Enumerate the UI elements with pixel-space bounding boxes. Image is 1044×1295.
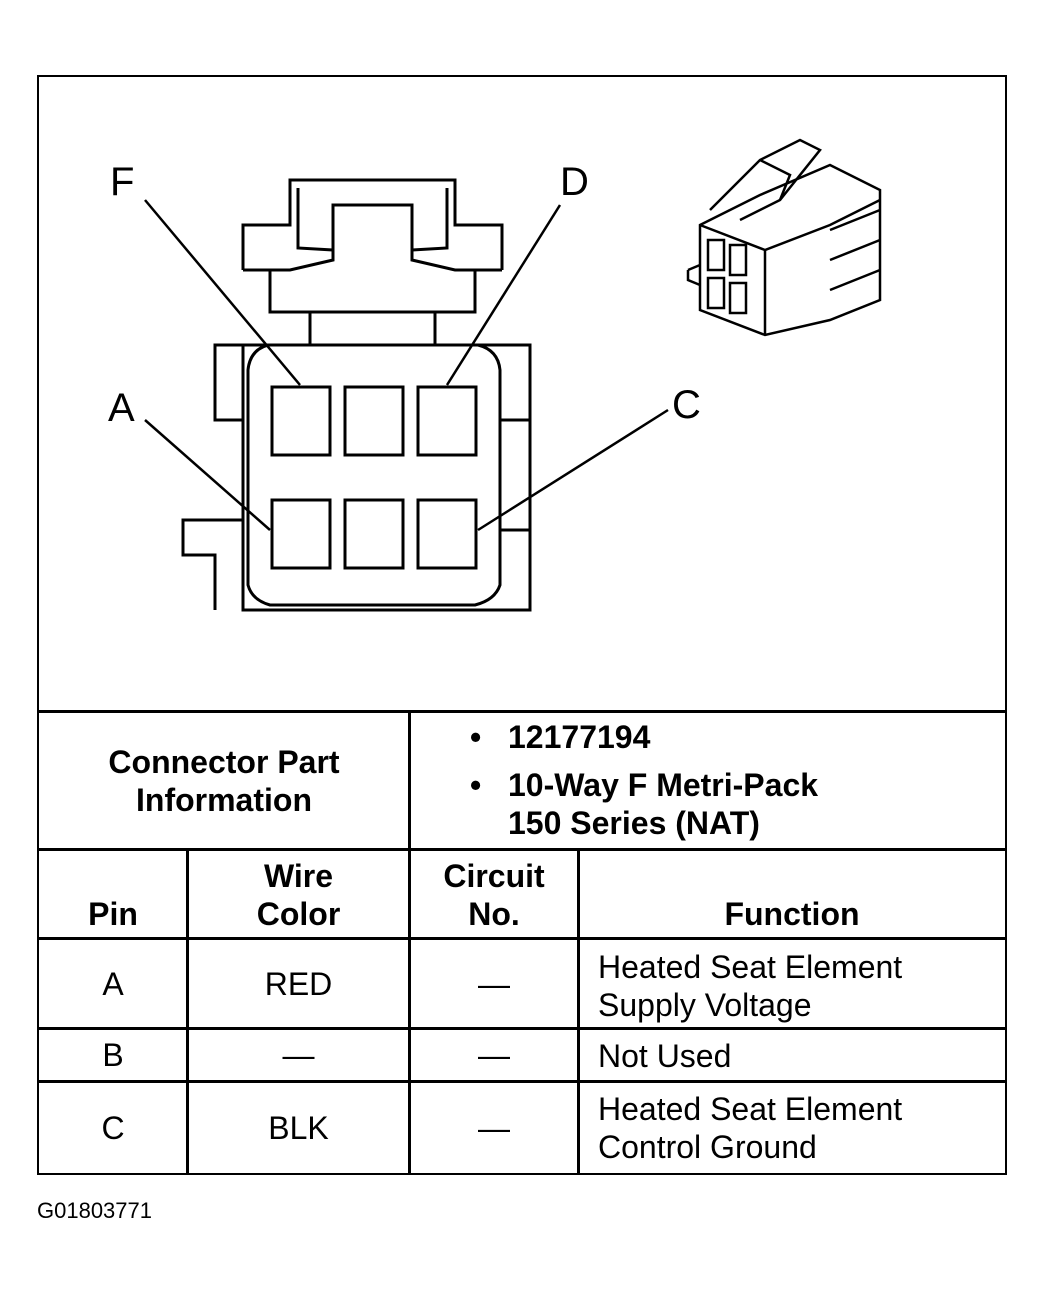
header-pin: Pin: [88, 896, 138, 932]
table-row-cell-function: Not Used: [598, 1038, 732, 1074]
table-rule: [37, 937, 1007, 940]
table-rule: [37, 848, 1007, 851]
header-function: Function: [724, 896, 860, 932]
table-row-cell-function: Heated Seat Element Supply Voltage: [598, 949, 903, 1023]
diagram-frame: [37, 75, 1007, 1175]
connector-face-view: [181, 178, 532, 612]
table-row-cell-circuit: —: [478, 1037, 510, 1073]
table-row-cell-circuit: —: [478, 1110, 510, 1146]
table-row-cell-circuit: —: [478, 965, 510, 1002]
pin-label-c: C: [672, 383, 701, 427]
connector-info-heading: Connector Part Information: [108, 743, 340, 818]
table-rule: [37, 1080, 1007, 1083]
table-row-cell-wire-color: —: [282, 1037, 315, 1073]
table-col-rule: [577, 848, 580, 1175]
table-col-rule: [408, 710, 411, 1175]
table-row-cell-pin: A: [102, 965, 124, 1002]
part-description: 10-Way F Metri-Pack: [508, 767, 819, 803]
table-rule: [37, 1027, 1007, 1030]
table-col-rule: [186, 848, 189, 1175]
table-row-cell-pin: B: [102, 1037, 124, 1073]
table-row-cell-wire-color: BLK: [268, 1110, 329, 1146]
pin-label-d: D: [560, 160, 589, 204]
header-wire-color: Wire Color: [256, 858, 341, 932]
header-circuit-no: Circuit No.: [443, 858, 545, 932]
connector-info-details: •12177194 •10-Way F Metri-Pack 150 Serie…: [470, 719, 819, 841]
table-row-cell-wire-color: RED: [264, 965, 333, 1002]
table-row-cell-pin: C: [101, 1110, 125, 1146]
table-row-cell-function: Heated Seat Element Control Ground: [598, 1091, 903, 1165]
leader-lines: [144, 199, 669, 532]
pin-label-a: A: [108, 386, 135, 430]
part-number: 12177194: [508, 719, 651, 755]
pin-label-f: F: [110, 160, 135, 204]
table-top-border: [37, 710, 1007, 713]
connector-3d-view: [686, 138, 882, 337]
figure-id: G01803771: [37, 1198, 152, 1223]
